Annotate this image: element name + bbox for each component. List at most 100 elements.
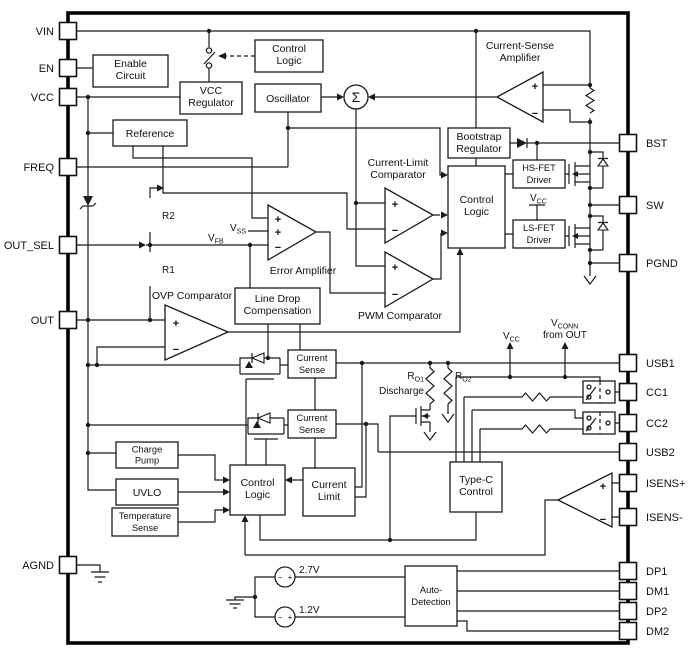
- pgnd-ground-arrow: [583, 275, 597, 285]
- svg-text:+: +: [288, 573, 293, 582]
- svg-text:Control: Control: [460, 194, 494, 206]
- pin-agnd: AGND: [22, 555, 78, 575]
- pin-sw: SW: [618, 195, 664, 215]
- block-oscillator: Oscillator: [254, 83, 322, 113]
- cc2-switch: [582, 411, 616, 435]
- chip-boundary: [66, 11, 630, 645]
- discharge-resistor-2: [443, 367, 453, 405]
- pin-dp2: DP2: [618, 601, 667, 621]
- svg-text:Oscillator: Oscillator: [266, 93, 310, 105]
- svg-text:LS-FET: LS-FET: [523, 223, 555, 233]
- voltage-source-1v2: − + 1.2V: [274, 605, 320, 628]
- svg-text:Sense: Sense: [132, 523, 158, 533]
- svg-text:+: +: [532, 81, 538, 93]
- svg-text:+: +: [275, 214, 281, 226]
- pin-usb1: USB1: [618, 353, 675, 373]
- svg-text:USB1: USB1: [646, 358, 675, 370]
- svg-text:Amplifier: Amplifier: [500, 52, 541, 64]
- svg-text:CC2: CC2: [646, 418, 668, 430]
- pin-isens-minus: ISENS-: [618, 507, 683, 527]
- svg-text:+: +: [392, 199, 398, 211]
- svg-text:Type-C: Type-C: [459, 474, 493, 486]
- svg-text:Current-Sense: Current-Sense: [486, 40, 554, 52]
- ground-arrow-ro2: [441, 413, 455, 423]
- svg-text:Control: Control: [272, 43, 306, 55]
- wires-power-stage: [505, 84, 620, 285]
- cc1-resistor: [521, 392, 551, 402]
- svg-text:Control: Control: [241, 477, 275, 489]
- vconn-label: VCONN: [551, 318, 578, 331]
- hs-fet-arrow: [572, 171, 578, 177]
- svg-text:Current: Current: [296, 413, 327, 423]
- svg-text:ISENS+: ISENS+: [646, 478, 685, 490]
- wires-power-top: [76, 30, 591, 491]
- block-hs-fet-driver: HS-FET Driver: [512, 159, 566, 189]
- svg-text:1.2V: 1.2V: [299, 605, 320, 616]
- pin-cc1: CC1: [618, 382, 668, 402]
- svg-text:R1: R1: [162, 265, 175, 276]
- svg-text:FREQ: FREQ: [23, 162, 54, 174]
- svg-text:Driver: Driver: [527, 235, 552, 245]
- pin-freq: FREQ: [23, 157, 78, 177]
- voltage-source-2v7: − + 2.7V: [274, 565, 320, 588]
- svg-text:Circuit: Circuit: [116, 70, 146, 82]
- block-current-sense-1: Current Sense: [287, 349, 337, 379]
- isens-amplifier: + −: [556, 471, 613, 529]
- block-enable-circuit: Enable Circuit: [92, 54, 169, 88]
- block-temperature-sense: Temperature Sense: [111, 507, 179, 537]
- hs-body-diode: [596, 158, 610, 167]
- svg-text:Sense: Sense: [299, 425, 325, 435]
- svg-text:Auto-: Auto-: [420, 585, 442, 595]
- svg-text:Current: Current: [311, 479, 346, 491]
- pin-usb2: USB2: [618, 442, 675, 462]
- pin-dp1: DP1: [618, 561, 667, 581]
- ground-arrow-discharge: [423, 431, 437, 441]
- svg-text:Regulator: Regulator: [456, 143, 502, 155]
- svg-text:Logic: Logic: [276, 55, 301, 67]
- block-vcc-regulator: VCC Regulator: [179, 81, 243, 115]
- pin-out-sel: OUT_SEL: [4, 235, 78, 255]
- block-ls-fet-driver: LS-FET Driver: [512, 219, 566, 249]
- pin-vcc: VCC: [31, 87, 78, 107]
- block-reference: Reference: [112, 119, 188, 147]
- pwm-comparator: + − PWM Comparator: [358, 250, 443, 322]
- block-current-limit: Current Limit: [302, 467, 356, 517]
- cc1-switch: [582, 380, 616, 404]
- pin-cc2: CC2: [618, 413, 668, 433]
- sigma-summer: Σ: [343, 84, 369, 110]
- block-type-c-control: Type-C Control: [449, 461, 503, 513]
- svg-text:DP2: DP2: [646, 606, 667, 618]
- svg-text:Detection: Detection: [411, 597, 450, 607]
- junction-dots: [85, 28, 593, 600]
- svg-text:ISENS-: ISENS-: [646, 512, 683, 524]
- svg-text:OUT_SEL: OUT_SEL: [4, 240, 54, 252]
- pin-pgnd: PGND: [618, 253, 678, 273]
- block-control-logic-bottom: Control Logic: [229, 464, 286, 516]
- svg-text:+: +: [600, 481, 606, 493]
- block-current-sense-2: Current Sense: [287, 409, 337, 439]
- pin-vin: VIN: [36, 21, 78, 41]
- ovp-comparator: + − OVP Comparator: [152, 290, 233, 362]
- svg-text:PWM Comparator: PWM Comparator: [358, 310, 443, 322]
- svg-text:OVP Comparator: OVP Comparator: [152, 290, 233, 302]
- svg-text:−: −: [278, 573, 283, 582]
- svg-text:HS-FET: HS-FET: [522, 163, 556, 173]
- svg-text:+: +: [392, 262, 398, 274]
- svg-text:−: −: [532, 108, 538, 120]
- svg-text:Regulator: Regulator: [188, 97, 234, 109]
- svg-text:Charge: Charge: [132, 445, 163, 455]
- svg-text:Pump: Pump: [135, 456, 159, 466]
- svg-text:R2: R2: [162, 211, 175, 222]
- bootstrap-diode: [517, 138, 528, 148]
- vfb-label: VFB: [208, 233, 224, 246]
- wires-bottom: [76, 564, 620, 632]
- discharge-fet-arrow: [422, 413, 428, 419]
- svg-text:Driver: Driver: [527, 175, 552, 185]
- svg-text:OUT: OUT: [31, 315, 55, 327]
- svg-text:Current: Current: [296, 353, 327, 363]
- svg-text:Temperature: Temperature: [119, 511, 171, 521]
- pin-bst: BST: [618, 133, 668, 153]
- svg-text:UVLO: UVLO: [133, 487, 162, 499]
- block-uvlo: UVLO: [115, 478, 179, 506]
